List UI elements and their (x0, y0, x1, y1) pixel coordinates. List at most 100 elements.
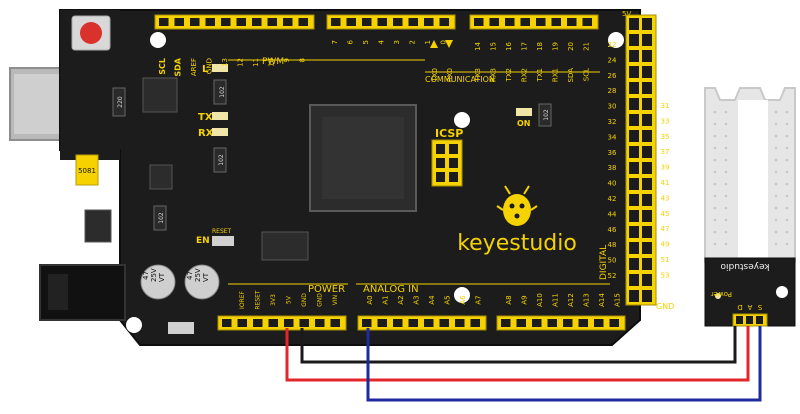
right-header-pin (629, 66, 639, 78)
resistor-102d-label: 102 (543, 109, 550, 121)
tx-arrow-icon (430, 40, 438, 48)
analog-pin-label: A4 (428, 295, 436, 305)
header-pin (174, 18, 184, 26)
top-right-pin-number: 16 (505, 41, 513, 50)
mounting-hole (454, 112, 470, 128)
gnd-corner-label: GND (656, 302, 674, 311)
top-right-pin-label: TX1 (536, 68, 544, 83)
probe-dot (785, 242, 789, 246)
resistor-102c-label: 102 (158, 212, 165, 224)
top-pin-label: 2 (409, 40, 417, 44)
header-pin (236, 18, 246, 26)
analog-pin-label: A13 (583, 293, 591, 307)
icsp-pin (436, 158, 445, 168)
five-v-label: 5V (622, 10, 631, 18)
analog-pin-label: A6 (459, 295, 467, 305)
power-pin-label: GND (301, 293, 308, 307)
probe-dot (785, 122, 789, 126)
probe-dot (724, 242, 728, 246)
mounting-hole (608, 32, 624, 48)
resistor-102b (213, 147, 227, 173)
right-header-pin (642, 50, 652, 62)
probe-dot (724, 218, 728, 222)
header-pin (190, 18, 200, 26)
power-pin-label: GND (317, 293, 324, 307)
top-right-pin-label: TX2 (505, 68, 513, 83)
header-pin (520, 18, 530, 26)
probe-dot (785, 206, 789, 210)
probe-dot (785, 230, 789, 234)
digital-pin-number: 46 (608, 226, 617, 234)
right-header-pin (642, 34, 652, 46)
right-header-pin (642, 210, 652, 222)
header-pin (582, 18, 592, 26)
header-pin (205, 18, 215, 26)
top-pin-label: 1 (424, 40, 432, 44)
digital-pin-number: 31 (661, 102, 670, 110)
probe-dot (713, 122, 717, 126)
probe-dot (774, 146, 778, 150)
svg-text:25V: 25V (194, 268, 202, 282)
header-pin (547, 319, 557, 327)
sensor-mounting-hole (776, 286, 788, 298)
header-pin (563, 319, 573, 327)
probe-dot (713, 194, 717, 198)
probe-dot (774, 170, 778, 174)
analog-header-a (357, 315, 487, 331)
digital-pin-number: 45 (661, 210, 670, 218)
right-header-pin (642, 146, 652, 158)
power-pin-label: 3V3 (270, 294, 277, 306)
header-pin (252, 18, 262, 26)
header-pin (315, 319, 325, 327)
probe-dot (785, 182, 789, 186)
power-pin-label: VIN (332, 295, 339, 305)
header-pin (283, 18, 293, 26)
header-pin (470, 319, 480, 327)
header-pin (536, 18, 546, 26)
rx0-label: RX0 (446, 68, 454, 82)
right-header-pin (642, 98, 652, 110)
digital-pin-number: 48 (608, 241, 617, 249)
digital-pin-number: 41 (661, 179, 670, 187)
digital-pin-number: 24 (608, 56, 617, 64)
header-pin (594, 319, 604, 327)
top-pin-label: 7 (331, 40, 339, 44)
digital-pin-number: 43 (661, 194, 670, 202)
header-pin (362, 18, 372, 26)
digital-pin-number: 42 (608, 195, 617, 203)
top-pin-label: AREF (190, 58, 198, 76)
analog-pin-label: A15 (614, 293, 622, 307)
top-pin-label: GND (206, 58, 214, 74)
header-pin (439, 18, 449, 26)
on-led (516, 108, 532, 116)
right-header-pin (642, 242, 652, 254)
mounting-hole (150, 32, 166, 48)
reset-button-cap[interactable] (80, 22, 102, 44)
top-pin-label: 13 (221, 58, 229, 67)
digital-pin-number: 51 (661, 256, 670, 264)
digital-pin-number: 32 (608, 118, 617, 126)
resistor-220-label: 220 (117, 96, 124, 108)
top-pin-labels: SCLSDAAREFGND131211109876543210TX0RX0TX3… (158, 39, 591, 82)
header-pin (377, 319, 387, 327)
wire-5v-red (285, 326, 750, 382)
fuse (75, 154, 99, 186)
header-pin (609, 319, 619, 327)
header-pin (551, 18, 561, 26)
right-header-pin (629, 82, 639, 94)
top-pin-label: SCL (158, 58, 167, 75)
analog-pin-label: A10 (536, 293, 544, 307)
digital-pin-number: 39 (661, 164, 670, 172)
resistor-102b-label: 102 (218, 154, 225, 166)
digital-pin-number: 34 (608, 133, 617, 141)
probe-dot (774, 230, 778, 234)
reset-label: RESET (212, 228, 232, 235)
digital-double-header (625, 14, 657, 306)
right-header-pin (629, 130, 639, 142)
top-pin-label: 0 (440, 40, 448, 44)
probe-dot (774, 242, 778, 246)
probe-dot (713, 242, 717, 246)
digital-pin-number: 53 (661, 271, 670, 279)
right-header-pin (642, 178, 652, 190)
analog-pin-label: A0 (366, 295, 374, 304)
